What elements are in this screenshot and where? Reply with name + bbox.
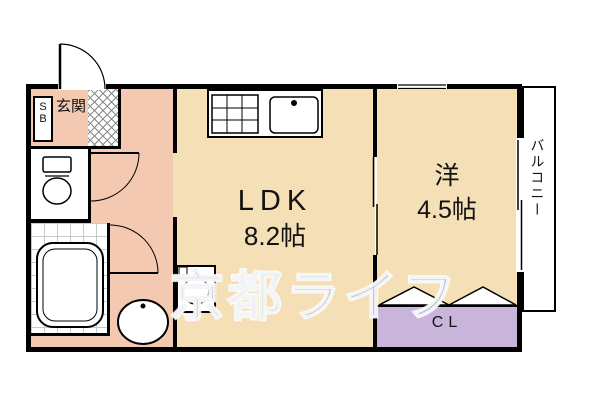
wall-bath-bottom [31, 333, 110, 336]
entrance-label: 玄関 [56, 98, 87, 115]
balcony-label: バルコニー [529, 138, 546, 218]
ldk-room-size: 8.2帖 [243, 221, 307, 251]
wall-ldk-western-lower [373, 255, 377, 347]
wall-closet-top [377, 305, 517, 307]
wall-bath-right [107, 223, 110, 333]
wall-toilet-right [88, 149, 91, 219]
wall-genkan-bottom [31, 146, 121, 149]
closet-folding-doors-icon [378, 286, 517, 306]
washing-machine-icon [178, 266, 210, 305]
wall-hall-ldk-lower [173, 217, 177, 347]
toilet-door-icon [90, 152, 140, 202]
closet-floor [377, 305, 517, 347]
entrance-door-icon [58, 43, 106, 90]
entrance-tile-area [88, 89, 118, 147]
wall-hall-ldk-upper [173, 89, 177, 153]
western-window-icon [397, 84, 447, 90]
ldk-room-label: LDK [237, 185, 313, 217]
kitchen-sink-icon [269, 96, 319, 134]
wall-toilet-bottom [31, 219, 91, 223]
western-room-size: 4.5帖 [417, 196, 477, 224]
balcony-window-icon [516, 138, 524, 272]
watermark-text: 京都ライフ [169, 266, 460, 328]
toilet-icon [42, 156, 72, 205]
wash-basin-icon [117, 299, 169, 345]
wall-ldk-western-upper [373, 89, 377, 157]
shoe-box [33, 96, 53, 142]
bath-door-icon [109, 224, 159, 274]
wall-genkan-right [118, 89, 121, 147]
western-room-label: 洋 [434, 162, 460, 190]
western-room-floor [377, 89, 517, 305]
shoe-box-label: SB [37, 101, 50, 125]
closet-label: CL [431, 314, 463, 331]
stove-icon [211, 94, 259, 134]
bathtub-icon [36, 242, 104, 328]
sliding-door-icon [372, 157, 378, 255]
